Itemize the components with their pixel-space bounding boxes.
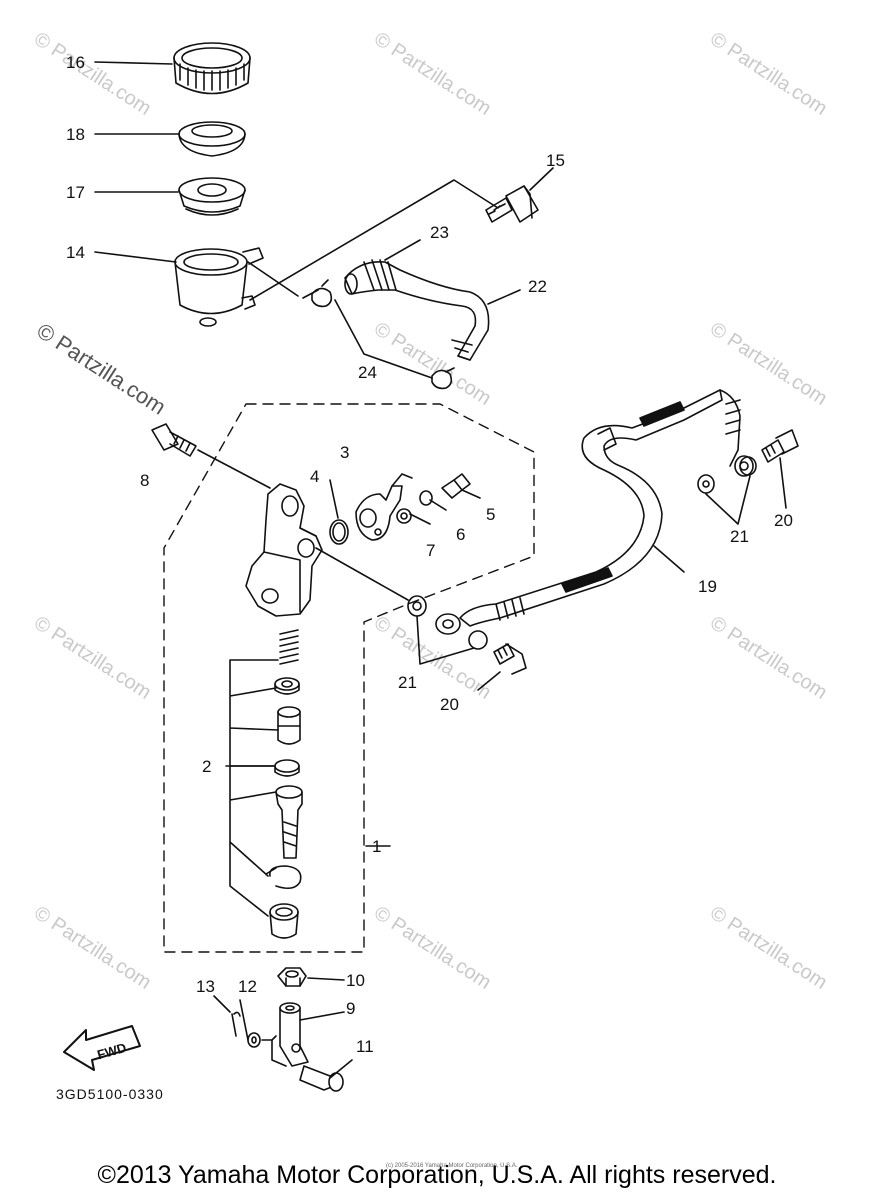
callout-3[interactable]: 3 (340, 443, 349, 462)
part-4-o-ring-inner (332, 522, 346, 542)
callout-19[interactable]: 19 (698, 577, 717, 596)
callout-6[interactable]: 6 (456, 525, 465, 544)
leader-line-13 (213, 995, 231, 1013)
part-15-bolt[interactable] (485, 185, 539, 223)
part-6-gasket[interactable] (419, 490, 433, 506)
part-21-gasket-lower-a[interactable] (407, 595, 427, 617)
master-cylinder-assembly-boundary (163, 403, 535, 953)
callout-16[interactable]: 16 (66, 53, 85, 72)
leader-line-21-upper (705, 475, 751, 525)
callout-14[interactable]: 14 (66, 243, 85, 262)
diagram-code: 3GD5100-0330 (56, 1086, 164, 1102)
part-23-hose-clip[interactable] (363, 259, 397, 291)
part-20-union-bolt-upper[interactable] (761, 429, 799, 463)
part-18-diaphragm-plate[interactable] (178, 121, 246, 157)
part-21-gasket-upper-b[interactable] (739, 456, 757, 476)
leader-line-24 (302, 289, 433, 379)
copyright-notice: ©2013 Yamaha Motor Corporation, U.S.A. A… (97, 1161, 777, 1189)
callout-4[interactable]: 4 (310, 467, 319, 486)
part-12-washer[interactable] (247, 1032, 261, 1048)
callout-17[interactable]: 17 (66, 183, 85, 202)
callout-7[interactable]: 7 (426, 541, 435, 560)
part-24-hose-clamp[interactable] (311, 279, 455, 390)
leader-line-15 (247, 179, 499, 301)
part-21-gasket-lower-b[interactable] (468, 630, 488, 650)
part-4-o-ring[interactable] (329, 519, 349, 545)
part-21-gasket-upper-a-hole (702, 480, 710, 488)
part-14-reservoir-tank[interactable] (174, 247, 264, 327)
callout-11[interactable]: 11 (356, 1037, 374, 1056)
part-7-washer[interactable] (396, 508, 412, 524)
part-5-bolt[interactable] (441, 473, 471, 499)
fine-print-copyright: (c) 2005-2016 Yamaha Motor Corporation, … (386, 1163, 518, 1169)
leader-lines-22-23 (384, 167, 554, 305)
part-9-clevis[interactable] (271, 1002, 309, 1067)
callout-20-upper[interactable]: 20 (774, 511, 793, 530)
leader-line-20-lower (477, 671, 501, 691)
callout-1[interactable]: 1 (372, 837, 381, 856)
part-10-nut[interactable] (277, 967, 307, 987)
callout-20-lower[interactable]: 20 (440, 695, 459, 714)
leader-lines-4-7 (329, 479, 481, 525)
callout-13[interactable]: 13 (196, 977, 215, 996)
part-21-gasket-lower-a-hole (412, 601, 422, 611)
callout-9[interactable]: 9 (346, 999, 355, 1018)
callout-24[interactable]: 24 (358, 363, 377, 382)
part-3-hose-joint[interactable] (355, 473, 413, 541)
callout-8[interactable]: 8 (140, 471, 149, 490)
leader-line-8 (197, 449, 271, 489)
part-8-bolt[interactable] (151, 423, 197, 457)
leader-line-20-upper (779, 457, 787, 509)
part-2-piston-kit[interactable] (265, 629, 303, 939)
leader-line-12 (239, 999, 273, 1041)
callout-21-lower[interactable]: 21 (398, 673, 417, 692)
callout-23[interactable]: 23 (430, 223, 449, 242)
part-12-washer-hole (251, 1036, 257, 1044)
master-cylinder-body[interactable] (245, 483, 323, 617)
callout-18[interactable]: 18 (66, 125, 85, 144)
part-2-bracket-lines (229, 659, 279, 917)
callout-21-upper[interactable]: 21 (730, 527, 749, 546)
callout-22[interactable]: 22 (528, 277, 547, 296)
part-11-pin[interactable] (299, 1065, 344, 1092)
part-13-cotter-pin[interactable] (231, 1011, 241, 1037)
part-22-reservoir-hose[interactable] (344, 261, 490, 361)
callout-12[interactable]: 12 (238, 977, 257, 996)
leader-line-19 (653, 545, 685, 573)
leader-line-10 (307, 977, 345, 981)
callout-5[interactable]: 5 (486, 505, 495, 524)
leader-lines-top (94, 61, 179, 263)
part-20-union-bolt-lower[interactable] (493, 643, 527, 675)
callout-10[interactable]: 10 (346, 971, 365, 990)
part-19-brake-hose[interactable] (435, 389, 754, 635)
leader-line-11 (329, 1059, 353, 1079)
callout-15[interactable]: 15 (546, 151, 565, 170)
callout-numbers: 1 2 3 4 5 6 7 8 9 10 11 12 13 14 15 16 1… (66, 53, 793, 1056)
part-7-washer-hole (400, 512, 408, 520)
part-17-diaphragm[interactable] (178, 177, 246, 216)
part-16-reservoir-cap[interactable] (173, 42, 251, 95)
part-21-gasket-upper-a[interactable] (697, 474, 715, 494)
leader-line-21-lower (416, 615, 475, 665)
leader-line-9 (299, 1011, 345, 1021)
callout-2[interactable]: 2 (202, 757, 211, 776)
fwd-arrow-icon: FWD (63, 1025, 141, 1071)
leader-line-21-body (315, 547, 409, 601)
